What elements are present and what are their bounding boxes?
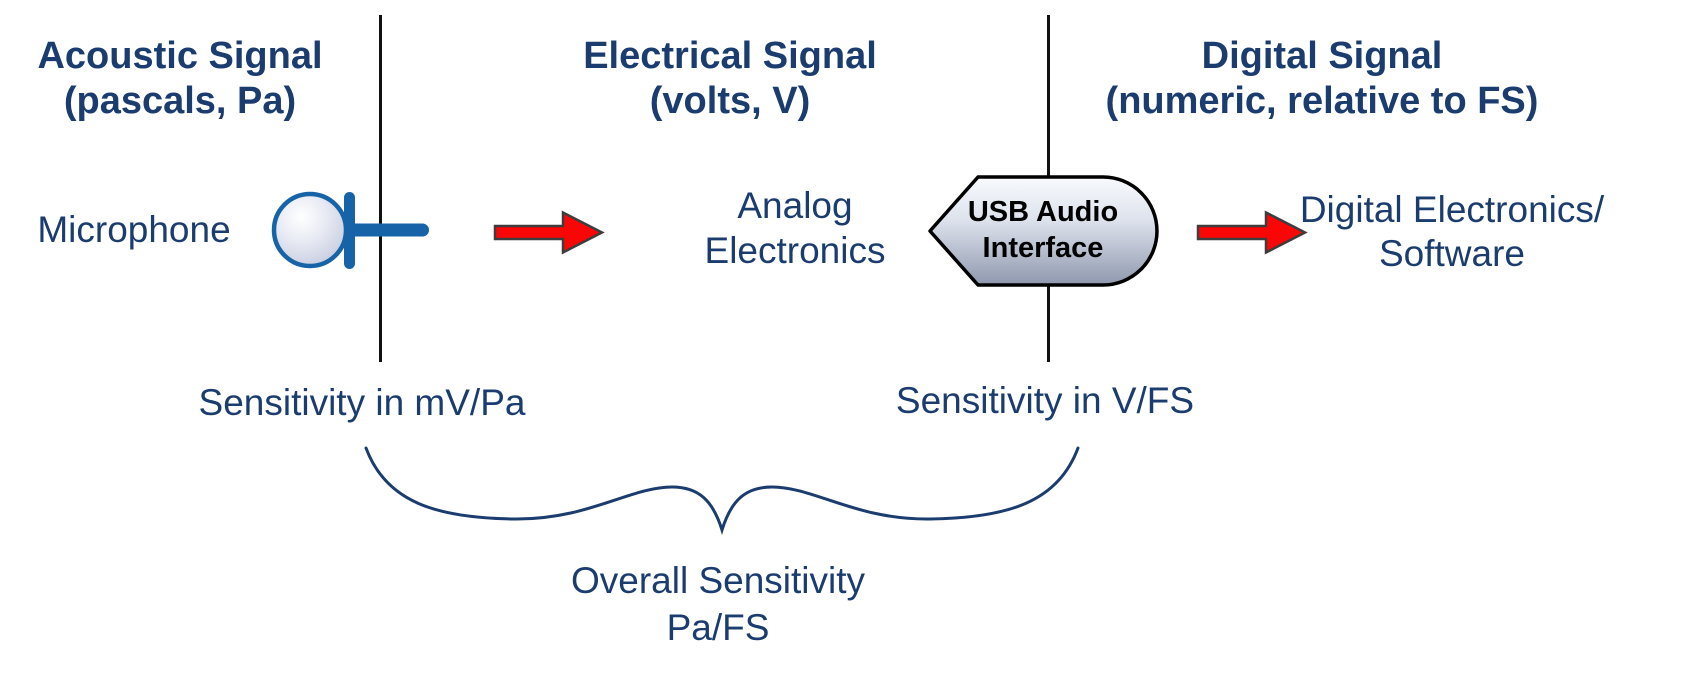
sensitivity-left-label: Sensitivity in mV/Pa [198, 382, 526, 423]
microphone-stem [348, 223, 429, 237]
column-title-electrical-line2: (volts, V) [649, 80, 811, 122]
sensitivity-right-label: Sensitivity in V/FS [895, 380, 1195, 421]
column-title-acoustic-line1: Acoustic Signal [37, 35, 323, 77]
column-title-digital-line1: Digital Signal [1201, 35, 1443, 77]
column-title-electrical-line1: Electrical Signal [583, 35, 877, 77]
digital-electronics-label: Digital Electronics/ Software [1300, 188, 1604, 276]
usb-audio-interface-line2: Interface [982, 232, 1104, 264]
column-title-digital-line2: (numeric, relative to FS) [1105, 80, 1539, 122]
analog-electronics-label: Analog Electronics [705, 183, 886, 273]
overall-sensitivity-brace-icon [364, 446, 1080, 536]
digital-electronics-line1: Digital Electronics/ [1299, 189, 1605, 230]
analog-electronics-line1: Analog [737, 185, 853, 226]
usb-audio-interface-label: USB Audio Interface [968, 194, 1118, 266]
overall-sensitivity-line1: Overall Sensitivity [570, 560, 866, 601]
microphone-icon [271, 191, 429, 269]
usb-interface-shape [928, 175, 1159, 287]
overall-sensitivity-label: Overall Sensitivity Pa/FS [571, 557, 865, 651]
microphone-ball [271, 191, 349, 269]
usb-audio-interface-line1: USB Audio [967, 196, 1119, 228]
analog-electronics-line2: Electronics [704, 230, 886, 271]
flow-arrow-2-icon [1196, 210, 1308, 255]
column-title-acoustic-line2: (pascals, Pa) [63, 80, 297, 122]
column-title-electrical: Electrical Signal (volts, V) [583, 34, 877, 124]
overall-sensitivity-line2: Pa/FS [666, 607, 770, 648]
column-title-acoustic: Acoustic Signal (pascals, Pa) [37, 34, 322, 124]
digital-electronics-line2: Software [1378, 233, 1525, 274]
flow-arrow-1-icon [493, 210, 605, 255]
column-title-digital: Digital Signal (numeric, relative to FS) [1106, 34, 1539, 124]
microphone-label: Microphone [37, 209, 231, 250]
